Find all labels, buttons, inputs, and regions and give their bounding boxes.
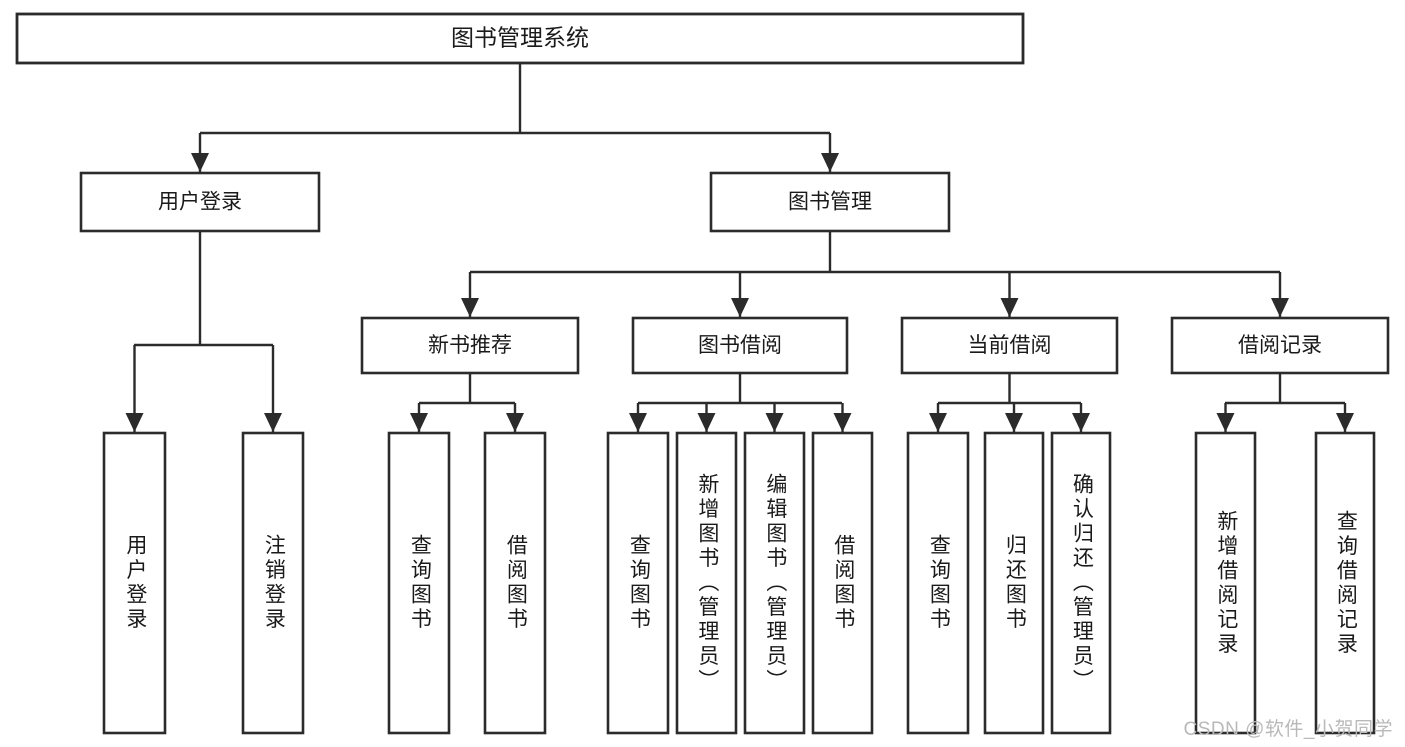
node-box-leaf-borrow-book-rec[interactable] xyxy=(483,431,547,735)
node-label-current-borrow: 当前借阅 xyxy=(968,334,1052,357)
arrow-head-icon xyxy=(731,298,749,317)
arrow-head-icon xyxy=(1000,298,1019,317)
arrow-head-icon xyxy=(1072,413,1090,432)
arrow-head-icon xyxy=(264,413,282,432)
node-box-current-borrow[interactable] xyxy=(900,316,1119,375)
node-label-new-book-recommend: 新书推荐 xyxy=(428,334,512,357)
node-box-borrow-record[interactable] xyxy=(1170,316,1390,375)
node-box-book-manage[interactable] xyxy=(709,171,951,233)
node-box-book-borrow[interactable] xyxy=(631,316,849,375)
node-box-leaf-query-book-rec[interactable] xyxy=(387,431,451,735)
arrow-head-icon xyxy=(833,413,852,432)
arrow-head-icon xyxy=(765,413,784,432)
node-box-leaf-logout-login[interactable] xyxy=(241,431,305,735)
node-box-root[interactable] xyxy=(15,12,1025,65)
node-box-leaf-add-book-admin[interactable] xyxy=(675,431,738,735)
node-box-leaf-query-book-borrow[interactable] xyxy=(606,431,670,735)
node-box-leaf-query-book-current[interactable] xyxy=(906,431,970,735)
arrow-head-icon xyxy=(506,413,524,432)
arrow-head-icon xyxy=(410,413,428,432)
arrow-head-icon xyxy=(821,153,839,172)
node-label-borrow-record: 借阅记录 xyxy=(1238,334,1322,357)
node-label-book-borrow: 图书借阅 xyxy=(698,334,782,357)
arrow-head-icon xyxy=(1216,413,1235,432)
arrow-head-icon xyxy=(461,298,479,317)
node-box-leaf-query-borrow-record[interactable] xyxy=(1314,431,1376,735)
node-box-leaf-add-borrow-record[interactable] xyxy=(1194,431,1257,735)
node-box-leaf-borrow-book[interactable] xyxy=(811,431,874,735)
arrow-head-icon xyxy=(1005,413,1023,432)
arrow-head-icon xyxy=(191,153,209,172)
node-box-leaf-confirm-return-admin[interactable] xyxy=(1050,431,1112,735)
arrow-head-icon xyxy=(1271,298,1289,317)
node-label-book-manage: 图书管理 xyxy=(788,191,872,214)
arrow-head-icon xyxy=(929,413,947,432)
arrow-head-icon xyxy=(125,413,144,432)
arrow-head-icon xyxy=(697,413,716,432)
node-box-leaf-return-book[interactable] xyxy=(983,431,1045,735)
node-box-new-book-recommend[interactable] xyxy=(360,316,580,375)
connectors-layer xyxy=(125,63,1354,432)
node-box-leaf-edit-book-admin[interactable] xyxy=(743,431,806,735)
arrow-head-icon xyxy=(1336,413,1354,432)
watermark-text: CSDN @软件_小贺同学 xyxy=(1183,719,1393,740)
arrow-head-icon xyxy=(629,413,647,432)
node-label-root: 图书管理系统 xyxy=(451,25,589,51)
node-box-user-login[interactable] xyxy=(79,171,321,233)
boxes-layer xyxy=(15,12,1390,735)
node-box-leaf-user-login[interactable] xyxy=(102,431,167,735)
node-label-user-login: 用户登录 xyxy=(158,191,242,214)
